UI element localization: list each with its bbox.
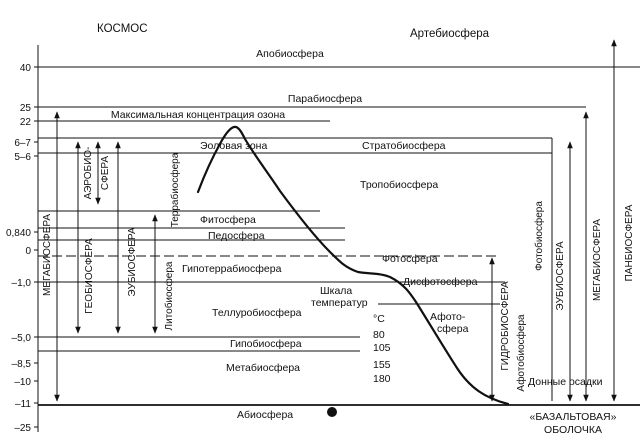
temperature-value: 180 (373, 373, 391, 385)
panbiosfera-label: ПАНБИОСФЕРА (624, 204, 635, 281)
scale-tick-label: 25 (20, 103, 32, 114)
megabiosfera-right-label: МЕГАБИОСФЕРА (592, 219, 603, 301)
eubiosfera-right-label: ЭУБИОСФЕРА (555, 241, 566, 311)
afotosfera-label-1: Афото- (430, 311, 466, 323)
fitosfera-label: Фитосфера (200, 214, 256, 226)
temperature-unit: °С (373, 313, 385, 325)
artebiosfera-label: Артебиосфера (410, 28, 490, 40)
metabiosfera-label: Метабиосфера (226, 362, 300, 374)
scale-tick-label: 40 (20, 63, 32, 74)
scale-tick-label: –11 (15, 399, 31, 410)
afotosfera-label-2: сфера (437, 323, 469, 335)
apobiosfera-label: Апобиосфера (256, 48, 324, 60)
scale-tick-label: 0,840 (6, 228, 31, 239)
afotobiosfera-label: Афотобиосфера (515, 314, 527, 392)
donnye-osadki-label: Донные осадки (528, 376, 603, 388)
gipoterrabiosfera-label: Гипотеррабиосфера (182, 263, 282, 275)
scale-tick-label: –8,5 (12, 359, 32, 370)
disfotosfera-label: Дисфотосфера (403, 276, 478, 288)
terrabiosfera-label: Террабиосфера (169, 152, 181, 227)
temperature-scale: Шкала температур °С 80 105 155 180 (311, 285, 391, 385)
temperature-curve (196, 125, 510, 406)
temperature-value: 155 (373, 359, 391, 371)
temperature-title-2: температур (311, 297, 368, 309)
eolovaya-label: Эоловая зона (200, 140, 267, 152)
scale-tick-label: –1,0 (12, 278, 32, 289)
scale-tick-label: 6–7 (14, 138, 31, 149)
scale-ticks: 40 25 22 6–7 5–6 0,840 0 –1,0 –5,0 –8,5 … (6, 63, 38, 434)
megabiosfera-left-label: МЕГАБИОСФЕРА (42, 214, 53, 296)
tropobiosfera-label: Тропобиосфера (360, 179, 438, 191)
vertical-spans (54, 39, 617, 402)
tellurobiosfera-label: Теллуробиосфера (212, 307, 302, 319)
scale-tick-label: –5,0 (12, 333, 32, 344)
temperature-value: 105 (373, 342, 391, 354)
geobiosfera-label: ГЕОБИОСФЕРА (84, 238, 95, 314)
gipobiosfera-label: Гипобиосфера (230, 338, 302, 350)
parabiosfera-label: Парабиосфера (288, 93, 362, 105)
bottom-blob-mark (327, 407, 337, 417)
pedosfera-label: Педосфера (208, 230, 265, 242)
bazaltovaya-label-2: ОБОЛОЧКА (544, 424, 602, 436)
bazaltovaya-label-1: «БАЗАЛЬТОВАЯ» (530, 411, 617, 423)
litobiosfera-label: Литобиосфера (163, 261, 175, 330)
ozone-label: Максимальная концентрация озона (111, 109, 285, 121)
aerobiosfera-label-2: СФЕРА (100, 156, 111, 190)
stratobiosfera-label: Стратобиосфера (362, 140, 446, 152)
abiosfera-label: Абиосфера (237, 409, 293, 421)
fotosfera-label: Фотосфера (382, 253, 438, 265)
scale-tick-label: 5–6 (14, 152, 31, 163)
kosmos-label: КОСМОС (97, 23, 148, 35)
aerobiosfera-label-1: АЭРОБИО- (83, 147, 94, 200)
eubiosfera-left-label: ЭУБИОСФЕРА (127, 227, 138, 297)
scale-tick-label: –10 (14, 377, 31, 388)
temperature-value: 80 (373, 329, 385, 341)
scale-tick-label: –25 (14, 423, 31, 434)
temperature-title-1: Шкала (320, 285, 352, 297)
gidrobiosfera-label: ГИДРОБИОСФЕРА (500, 281, 511, 371)
scale-tick-label: 22 (20, 117, 32, 128)
fotobiosfera-label: Фотобиосфера (533, 201, 545, 271)
scale-tick-label: 0 (25, 246, 31, 257)
